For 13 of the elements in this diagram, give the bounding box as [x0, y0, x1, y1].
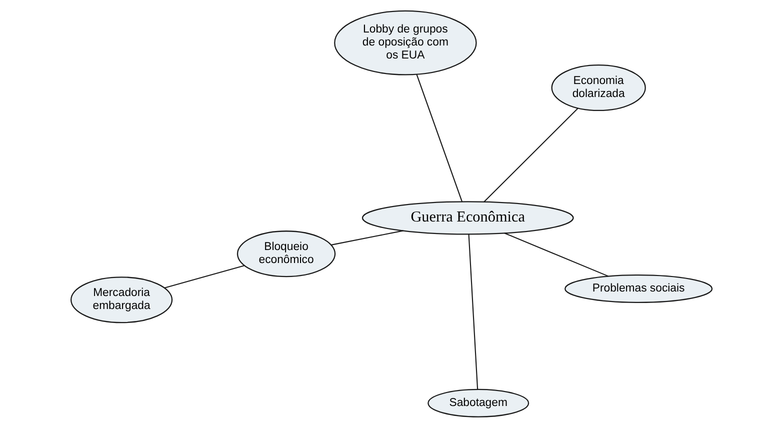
connector [330, 230, 403, 246]
node-ellipse: Lobby de grupos de oposição com os EUA [334, 10, 476, 76]
node-ellipse: Guerra Econômica [361, 201, 574, 235]
node-ellipse: Economia dolarizada [550, 64, 646, 112]
node-ellipse: Mercadoria embargada [70, 276, 172, 324]
node-ellipse: Problemas sociais [564, 274, 712, 303]
connector [483, 108, 578, 202]
connector [504, 232, 608, 277]
connector [468, 234, 478, 390]
node-ellipse: Bloqueio econômico [236, 230, 336, 278]
connector [416, 74, 462, 202]
node-ellipse: Sabotagem [427, 388, 529, 418]
connector [164, 265, 244, 288]
